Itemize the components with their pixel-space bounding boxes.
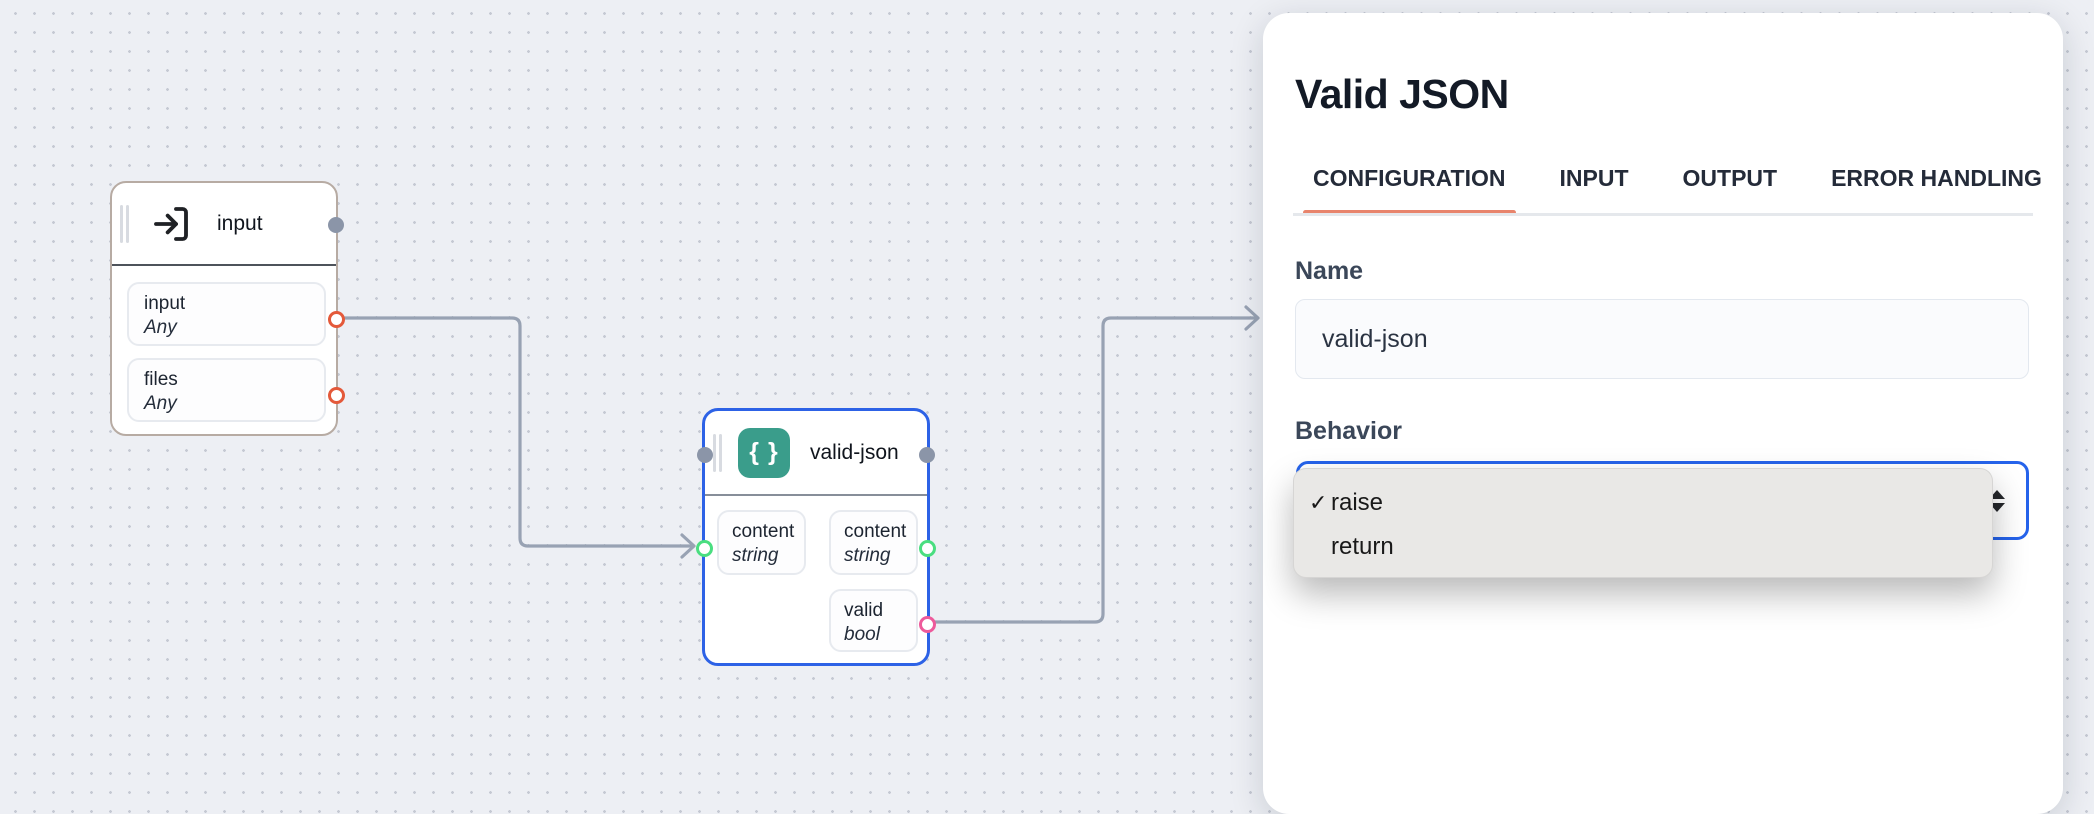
edge-path[interactable] bbox=[929, 316, 1257, 624]
port-name: valid bbox=[844, 600, 884, 621]
node-input[interactable]: input input Any files Any bbox=[110, 181, 345, 436]
tab-bar: CONFIGURATION INPUT OUTPUT ERROR HANDLIN… bbox=[1303, 159, 2052, 215]
port-handle-valid-bool[interactable] bbox=[919, 616, 936, 633]
tab-error-handling[interactable]: ERROR HANDLING bbox=[1831, 165, 2042, 191]
node-header[interactable]: input bbox=[112, 183, 336, 266]
port-handle-input-any[interactable] bbox=[328, 311, 345, 328]
braces-icon: { } bbox=[738, 427, 790, 478]
select-arrows-icon bbox=[1989, 489, 2005, 512]
drag-handle-icon[interactable] bbox=[713, 433, 722, 472]
drag-handle-icon[interactable] bbox=[120, 204, 129, 243]
tab-underline-track bbox=[1293, 213, 2033, 216]
port-handle-content-out[interactable] bbox=[919, 540, 936, 557]
node-header[interactable]: { } valid-json bbox=[705, 411, 927, 496]
port-type: Any bbox=[144, 317, 177, 338]
checkmark-icon: ✓ bbox=[1309, 490, 1328, 515]
menu-item-raise[interactable]: ✓ raise bbox=[1309, 489, 1384, 516]
port-name: input bbox=[144, 293, 186, 314]
edge-arrowhead-icon bbox=[1244, 305, 1260, 331]
tab-configuration[interactable]: CONFIGURATION bbox=[1303, 159, 1516, 215]
port-type: bool bbox=[844, 624, 880, 645]
edge-path[interactable] bbox=[338, 316, 693, 548]
node-detail-panel: Valid JSON CONFIGURATION INPUT OUTPUT ER… bbox=[1263, 13, 2063, 814]
node-valid-json[interactable]: { } valid-json content string content st… bbox=[696, 408, 936, 666]
edge-input-to-validjson[interactable] bbox=[338, 316, 696, 559]
port-type: string bbox=[732, 545, 779, 566]
node-connector-dot[interactable] bbox=[697, 447, 713, 463]
port-name: files bbox=[144, 369, 178, 390]
behavior-dropdown-menu: ✓ raise return bbox=[1293, 468, 1993, 578]
node-connector-dot[interactable] bbox=[328, 217, 344, 233]
tab-output[interactable]: OUTPUT bbox=[1682, 165, 1778, 191]
output-port-valid[interactable]: valid bool bbox=[829, 589, 918, 652]
name-field-label: Name bbox=[1295, 257, 1364, 285]
input-port-content[interactable]: content string bbox=[717, 510, 806, 575]
port-type: string bbox=[844, 545, 891, 566]
tab-input[interactable]: INPUT bbox=[1559, 165, 1629, 191]
edge-arrowhead-icon bbox=[680, 533, 696, 559]
output-port-files[interactable]: files Any bbox=[127, 358, 326, 422]
name-input[interactable] bbox=[1295, 299, 2029, 379]
port-handle-content-in[interactable] bbox=[696, 540, 713, 557]
node-connector-dot[interactable] bbox=[919, 447, 935, 463]
port-name: content bbox=[732, 521, 795, 542]
edge-validjson-to-panel[interactable] bbox=[929, 305, 1260, 624]
log-in-icon bbox=[154, 206, 188, 241]
panel-title: Valid JSON bbox=[1295, 71, 1509, 117]
port-type: Any bbox=[144, 393, 177, 414]
port-name: content bbox=[844, 521, 907, 542]
node-title: input bbox=[217, 211, 263, 235]
port-handle-files-any[interactable] bbox=[328, 387, 345, 404]
behavior-field-label: Behavior bbox=[1295, 417, 1402, 445]
node-title: valid-json bbox=[810, 440, 899, 464]
output-port-input[interactable]: input Any bbox=[127, 282, 326, 346]
output-port-content[interactable]: content string bbox=[829, 510, 918, 575]
menu-item-return[interactable]: return bbox=[1331, 533, 1394, 560]
